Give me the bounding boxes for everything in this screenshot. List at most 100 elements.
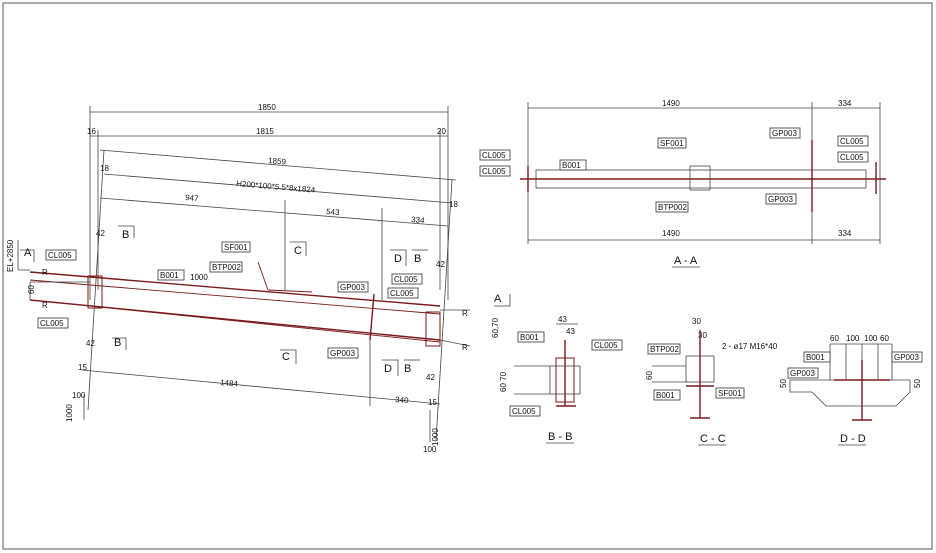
bb-tag-b001: B001 (517, 331, 545, 343)
section-mark-b-bottom: B (112, 337, 127, 350)
cc-dim-w1: 30 (692, 317, 701, 326)
radius-label-3: R (462, 309, 468, 318)
dim-height-left: 60 (27, 285, 36, 294)
svg-text:CL005: CL005 (482, 167, 506, 176)
svg-text:GP003: GP003 (894, 353, 919, 362)
svg-text:B: B (122, 229, 129, 241)
elevation-label: EL+2850 (6, 239, 15, 272)
cc-tag-sf001: SF001 (715, 387, 745, 399)
bb-tag-cl005-top: CL005 (591, 339, 623, 351)
dim-inner: 1815 (256, 127, 274, 136)
dim-total: 1850 (258, 103, 276, 112)
aa-top-dim-2: 334 (838, 99, 852, 108)
dd-side-right: 50 (913, 379, 922, 388)
dim-1000-center: 1000 (190, 273, 208, 282)
svg-text:C: C (282, 351, 290, 363)
cc-bolt-note: 2 - ø17 M16*40 (722, 342, 778, 351)
view-aa: 1490 334 1490 334 CL005 CL005 B001 SF001 (479, 99, 886, 268)
radius-label-1: R (42, 268, 48, 277)
svg-text:GP003: GP003 (330, 349, 355, 358)
svg-text:CL005: CL005 (840, 153, 864, 162)
section-mark-d-b-top: D B (390, 249, 428, 266)
view-bb: 43 43 60 70 B001 CL005 CL005 B - B (499, 315, 623, 444)
bb-dim-w1: 43 (558, 315, 567, 324)
cc-dim-w2: 30 (698, 331, 707, 340)
svg-text:BTP002: BTP002 (650, 345, 679, 354)
svg-text:C: C (294, 245, 302, 257)
dim-gap-bottom-left: 42 (86, 339, 95, 348)
dim-right-offset: 20 (437, 127, 446, 136)
dd-dim-4: 60 (880, 334, 889, 343)
aa-tag-gp003-top: GP003 (769, 127, 801, 139)
aa-tag-sf001: SF001 (657, 137, 687, 149)
bb-title: B - B (548, 431, 572, 443)
svg-text:CL005: CL005 (390, 289, 414, 298)
svg-text:B001: B001 (160, 271, 179, 280)
section-mark-a-right: A (494, 293, 511, 307)
dd-dim-3: 100 (864, 334, 878, 343)
aa-tag-btp002: BTP002 (655, 201, 689, 213)
dim-bottom-left-offset: 15 (78, 363, 87, 372)
dd-tag-gp003-right: GP003 (891, 351, 923, 363)
section-mark-c-bottom: C (280, 349, 297, 364)
svg-text:B001: B001 (562, 161, 581, 170)
svg-text:CL005: CL005 (40, 319, 64, 328)
svg-text:B001: B001 (656, 391, 675, 400)
svg-text:CL005: CL005 (48, 251, 72, 260)
radius-label-4: R (462, 343, 468, 352)
aa-bottom-dim-2: 334 (838, 229, 852, 238)
svg-text:GP003: GP003 (768, 195, 793, 204)
svg-text:GP003: GP003 (340, 283, 365, 292)
svg-text:CL005: CL005 (512, 407, 536, 416)
svg-text:B: B (114, 337, 121, 349)
dim-1000-right: 1000 (431, 428, 440, 446)
cc-tag-b001: B001 (653, 389, 681, 401)
dim-height-right: 60,70 (491, 317, 500, 338)
tag-gp003-bottom: GP003 (327, 347, 359, 359)
svg-text:B: B (414, 253, 421, 265)
svg-text:SF001: SF001 (660, 139, 684, 148)
svg-text:GP003: GP003 (790, 369, 815, 378)
dd-tag-gp003-left: GP003 (787, 367, 819, 379)
dim-100-left: 100 (72, 391, 86, 400)
dd-side-left: 50 (779, 379, 788, 388)
tag-sf001: SF001 (221, 241, 251, 253)
aa-tag-cl005-left-2: CL005 (479, 165, 511, 177)
dim-seg1: 947 (185, 193, 200, 203)
section-mark-a-left: A (20, 247, 35, 262)
cc-title: C - C (700, 433, 726, 445)
dim-seg3: 334 (411, 215, 426, 225)
aa-title: A - A (674, 255, 698, 267)
svg-text:CL005: CL005 (594, 341, 618, 350)
aa-tag-cl005-right-2: CL005 (837, 151, 869, 163)
aa-tag-b001: B001 (559, 159, 587, 171)
aa-top-dim-1: 1490 (662, 99, 680, 108)
dim-1000-left: 1000 (65, 404, 74, 422)
view-cc: 30 30 60 2 - ø17 M16*40 BTP002 B001 SF00… (645, 317, 778, 446)
svg-text:D: D (384, 363, 392, 375)
aa-tag-cl005-right-1: CL005 (837, 135, 869, 147)
svg-text:CL005: CL005 (482, 151, 506, 160)
dim-bottom-segment: 340 (395, 395, 410, 405)
beam-profile: H200*100*5.5*8x1824 (236, 179, 316, 195)
dd-title: D - D (840, 433, 866, 445)
aa-tag-cl005-left-1: CL005 (479, 149, 511, 161)
dim-gap-top-right: 42 (436, 260, 445, 269)
dim-gap-top-left: 42 (96, 229, 105, 238)
bb-dim-h: 60 70 (499, 371, 508, 392)
dim-100-right: 100 (423, 445, 437, 454)
dim-seg2: 543 (326, 207, 341, 217)
svg-text:CL005: CL005 (394, 275, 418, 284)
dim-end-right: 18 (449, 200, 458, 209)
cc-dim-h: 60 (645, 371, 654, 380)
tag-b001: B001 (157, 269, 185, 281)
svg-text:SF001: SF001 (224, 243, 248, 252)
svg-text:SF001: SF001 (718, 389, 742, 398)
tag-cl005-right-1: CL005 (391, 273, 423, 285)
dim-bottom-right-offset: 15 (428, 398, 437, 407)
tag-gp003-top: GP003 (337, 281, 369, 293)
dd-dim-2: 100 (846, 334, 860, 343)
section-mark-d-b-bottom: D B (382, 359, 420, 376)
